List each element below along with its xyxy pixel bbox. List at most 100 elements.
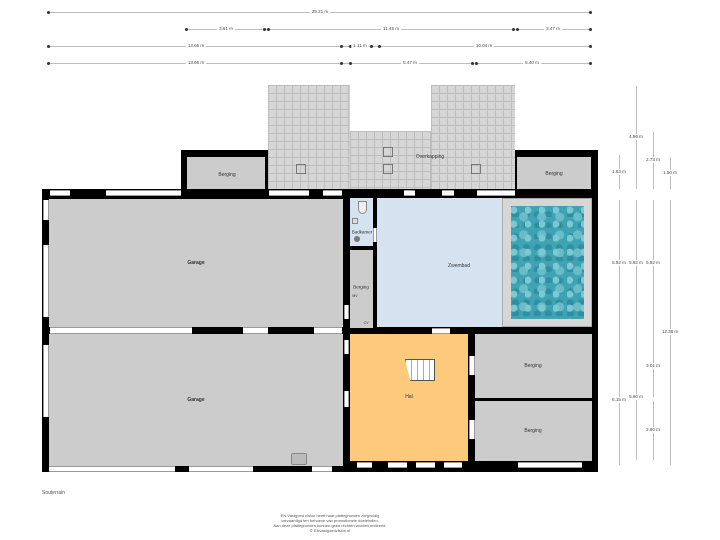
dim-endpoint: [349, 45, 352, 48]
dim-endpoint: [47, 11, 50, 14]
disclaimer-line: © ENvastgoedvision.nl: [309, 528, 351, 533]
dim-label: 2.73 m: [644, 157, 662, 163]
room-berging-right-top: [475, 334, 592, 398]
dim-label: 5.47 m: [401, 60, 419, 66]
room-label-garage: Garage: [187, 397, 205, 403]
room-garage-bottom: [49, 334, 343, 466]
window: [106, 190, 181, 196]
dim-endpoint: [340, 45, 343, 48]
dim-label: 5.40 m: [523, 60, 541, 66]
room-badkamer: [350, 198, 373, 246]
dim-endpoint: [267, 28, 270, 31]
door: [344, 305, 349, 319]
room-berging-top-left: [187, 157, 265, 189]
dim-label: 1.50 m: [661, 170, 679, 176]
window: [43, 345, 49, 417]
staircase-icon: [405, 359, 435, 381]
room-label-zwembad: Zwembad: [448, 263, 470, 269]
room-zwembad: [377, 198, 502, 327]
overkapping-area-right: [431, 85, 515, 190]
sink-icon: [352, 218, 358, 224]
room-label-overkapping: Overkapping: [415, 154, 445, 160]
toilet-icon: [358, 201, 367, 214]
disclaimer-line: Aan deze plattegronden kunnen geen recht…: [273, 523, 387, 528]
door: [373, 228, 377, 242]
window: [388, 462, 407, 468]
dim-label: 2.80 m: [644, 427, 662, 433]
window: [477, 190, 515, 196]
dim-line: [636, 200, 637, 335]
pillar-icon: [383, 147, 393, 157]
dim-label: 12.38 m: [659, 329, 681, 335]
overkapping-area-middle: [350, 131, 431, 190]
boiler-icon: [291, 453, 307, 465]
window: [416, 462, 435, 468]
dim-label-total-width: 25.21 m: [309, 9, 331, 15]
room-label-berging: Berging: [218, 172, 236, 178]
dim-endpoint: [589, 11, 592, 14]
dim-label: 10.04 m: [473, 43, 495, 49]
room-hal: [350, 334, 468, 461]
dim-label: 3.61 m: [217, 26, 235, 32]
room-label-badkamer: Badkamer: [351, 229, 373, 235]
room-label-berging: Berging: [353, 284, 369, 290]
dim-label: 5.92 m: [627, 260, 645, 266]
dim-line: [653, 200, 654, 335]
floor-name-label: Souterrain: [42, 490, 66, 496]
interior-opening: [314, 327, 342, 334]
overkapping-area-left: [268, 85, 350, 190]
dim-line: [619, 200, 620, 335]
disclaimer: EN Vastgoed vision heeft haar plattegron…: [230, 513, 430, 533]
pillar-icon: [296, 164, 306, 174]
window: [189, 466, 253, 472]
dim-endpoint: [471, 62, 474, 65]
window: [312, 466, 332, 472]
window: [357, 462, 372, 468]
window: [43, 200, 49, 220]
door: [344, 340, 349, 354]
pillar-icon: [383, 164, 393, 174]
dim-label: 5.92 m: [644, 260, 662, 266]
dim-label: 4.86 m: [627, 134, 645, 140]
dim-endpoint: [589, 62, 592, 65]
door: [432, 328, 450, 334]
window: [518, 462, 582, 468]
dim-endpoint: [185, 28, 188, 31]
dim-label: 13.66 m: [185, 60, 207, 66]
window: [49, 466, 175, 472]
dim-label: 3.47 m: [544, 26, 562, 32]
window: [404, 190, 415, 196]
dim-endpoint: [47, 62, 50, 65]
interior-opening: [243, 327, 268, 334]
room-berging-right-bottom: [475, 401, 592, 461]
window: [323, 190, 342, 196]
door: [469, 420, 475, 439]
dim-endpoint: [370, 45, 373, 48]
dim-endpoint: [47, 45, 50, 48]
shower-drain-icon: [354, 236, 360, 242]
dim-endpoint: [475, 62, 478, 65]
dim-line: [48, 46, 591, 47]
dim-label: 3.01 m: [644, 363, 662, 369]
pillar-icon: [471, 164, 481, 174]
disclaimer-line: EN Vastgoed vision heeft haar plattegron…: [280, 513, 380, 518]
room-label-berging: Berging: [524, 363, 542, 369]
room-berging-small: [350, 250, 373, 328]
room-note-cv: CV: [363, 321, 369, 325]
dim-endpoint: [589, 45, 592, 48]
door: [344, 391, 349, 407]
room-berging-top-right: [517, 157, 591, 189]
room-label-garage: Garage: [187, 260, 205, 266]
dim-label: 1.11 m: [351, 43, 369, 49]
dim-endpoint: [589, 28, 592, 31]
room-garage-top: [49, 199, 343, 327]
dim-label: 5.92 m: [610, 260, 628, 266]
dim-endpoint: [378, 45, 381, 48]
room-label-hal: Hal: [405, 394, 413, 400]
window: [269, 190, 309, 196]
dim-endpoint: [340, 62, 343, 65]
interior-opening: [50, 327, 192, 334]
dim-endpoint: [263, 28, 266, 31]
dim-label: 5.90 m: [627, 394, 645, 400]
dim-endpoint: [349, 62, 352, 65]
